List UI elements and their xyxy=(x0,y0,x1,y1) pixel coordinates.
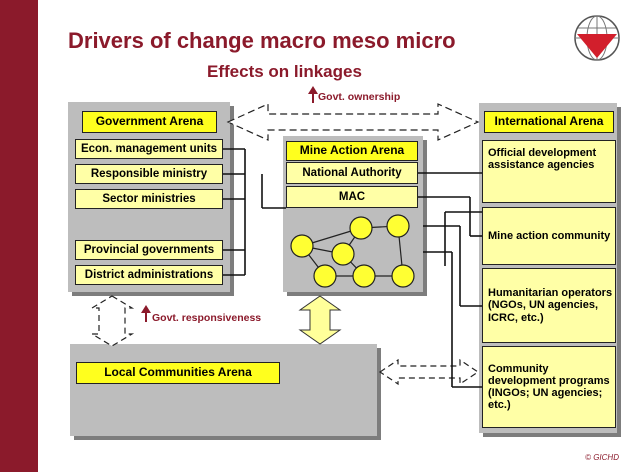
mine-action-arena-title: Mine Action Arena xyxy=(286,141,418,161)
slide-subtitle: Effects on linkages xyxy=(207,62,362,81)
local-communities-arena-panel xyxy=(70,344,377,436)
slide-title: Drivers of change macro meso micro xyxy=(68,28,456,53)
gichd-logo-icon xyxy=(573,14,621,62)
linkage-lines xyxy=(223,148,482,388)
gov-item-econ-units: Econ. management units xyxy=(75,139,223,159)
gov-item-responsible-ministry: Responsible ministry xyxy=(75,164,223,184)
govt-ownership-up-arrow xyxy=(308,86,318,103)
intl-item-humanitarian-operators: Humanitarian operators (NGOs, UN agencie… xyxy=(482,268,616,343)
mine-action-national-authority: National Authority xyxy=(286,162,418,184)
govt-responsiveness-arrow xyxy=(89,295,135,347)
international-arena-title: International Arena xyxy=(484,111,614,133)
govt-responsiveness-up-arrow xyxy=(141,305,151,322)
network-nodes xyxy=(290,214,415,288)
mine-action-mac: MAC xyxy=(286,186,418,208)
local-communities-arena-title: Local Communities Arena xyxy=(76,362,280,384)
gov-item-district-administrations: District administrations xyxy=(75,265,223,285)
government-arena-title: Government Arena xyxy=(82,111,217,133)
govt-ownership-note: Govt. ownership xyxy=(318,91,401,103)
govt-ownership-arrow xyxy=(226,103,480,141)
left-sidebar-bar xyxy=(0,0,38,472)
footer-copyright: © GICHD xyxy=(585,453,619,462)
intl-item-mine-action-community: Mine action community xyxy=(482,207,616,265)
govt-responsiveness-note: Govt. responsiveness xyxy=(152,312,262,324)
intl-item-oda-agencies: Official development assistance agencies xyxy=(482,140,616,203)
gov-item-sector-ministries: Sector ministries xyxy=(75,189,223,209)
community-international-arrow xyxy=(378,358,480,386)
gov-item-provincial-governments: Provincial governments xyxy=(75,240,223,260)
intl-item-community-development-programs: Community development programs (INGOs; U… xyxy=(482,346,616,428)
mine-action-community-arrow xyxy=(298,295,342,345)
